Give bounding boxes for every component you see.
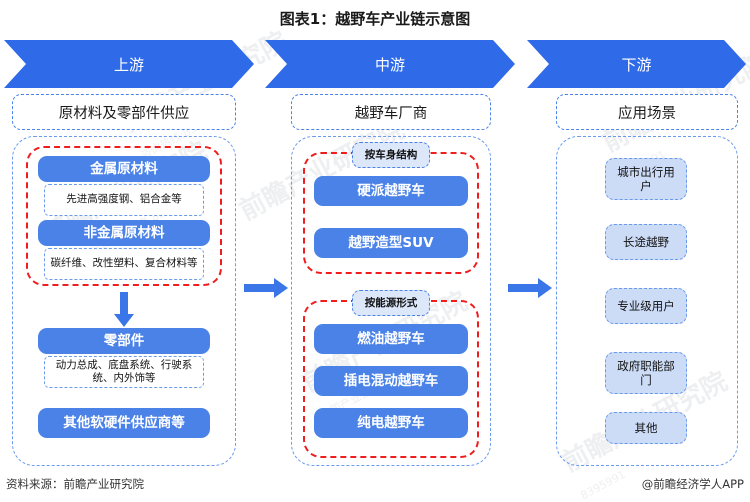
midstream-card-offroad-styled-suv[interactable]: 越野造型SUV <box>314 228 468 258</box>
banner-label: 上游 <box>113 55 144 74</box>
midstream-card-phev-offroad[interactable]: 插电混动越野车 <box>314 366 468 396</box>
midstream-card-hardcore-offroad[interactable]: 硬派越野车 <box>314 176 468 206</box>
downstream-item-government[interactable]: 政府职能部门 <box>605 352 687 394</box>
column-header-downstream: 应用场景 <box>556 94 738 130</box>
column-header-midstream: 越野车厂商 <box>291 94 491 130</box>
upstream-card-metal-materials[interactable]: 金属原材料 <box>38 156 210 182</box>
banner-stage-downstream: 下游 <box>527 40 746 88</box>
upstream-card-other-suppliers[interactable]: 其他软硬件供应商等 <box>38 408 210 438</box>
midstream-group-label-energytype: 按能源形式 <box>352 290 430 316</box>
midstream-card-bev-offroad[interactable]: 纯电越野车 <box>314 408 468 438</box>
banner-label: 下游 <box>621 55 652 74</box>
upstream-card-nonmetal-materials[interactable]: 非金属原材料 <box>38 220 210 246</box>
upstream-desc-nonmetal-materials: 碳纤维、改性塑料、复合材料等 <box>44 248 204 280</box>
banner-label: 中游 <box>374 55 405 74</box>
downstream-item-urban-users[interactable]: 城市出行用户 <box>605 158 687 200</box>
arrow-midstream-to-downstream-icon <box>508 278 552 298</box>
upstream-desc-metal-materials: 先进高强度钢、铝合金等 <box>44 184 204 216</box>
downstream-item-professional-users[interactable]: 专业级用户 <box>605 288 687 324</box>
arrow-upstream-to-midstream-icon <box>244 278 288 298</box>
midstream-group-label-bodytype: 按车身结构 <box>352 142 430 168</box>
upstream-card-components[interactable]: 零部件 <box>38 328 210 354</box>
downstream-item-long-distance[interactable]: 长途越野 <box>605 224 687 260</box>
source-note: 资料来源：前瞻产业研究院 <box>6 477 144 491</box>
downstream-container <box>556 136 738 466</box>
page-title: 图表1：越野车产业链示意图 <box>279 10 471 28</box>
upstream-materials-highlight <box>26 146 222 286</box>
upstream-container <box>12 136 236 466</box>
app-credit: @前瞻经济学人APP <box>641 477 744 491</box>
column-header-upstream: 原材料及零部件供应 <box>12 94 236 130</box>
banner-stage-upstream: 上游 <box>4 40 254 88</box>
midstream-card-fuel-offroad[interactable]: 燃油越野车 <box>314 324 468 354</box>
down-arrow-icon <box>114 292 134 328</box>
upstream-desc-components: 动力总成、底盘系统、行驶系统、内外饰等 <box>44 356 204 388</box>
banner-stage-midstream: 中游 <box>265 40 515 88</box>
midstream-container <box>291 136 491 466</box>
downstream-item-other[interactable]: 其他 <box>605 412 687 444</box>
